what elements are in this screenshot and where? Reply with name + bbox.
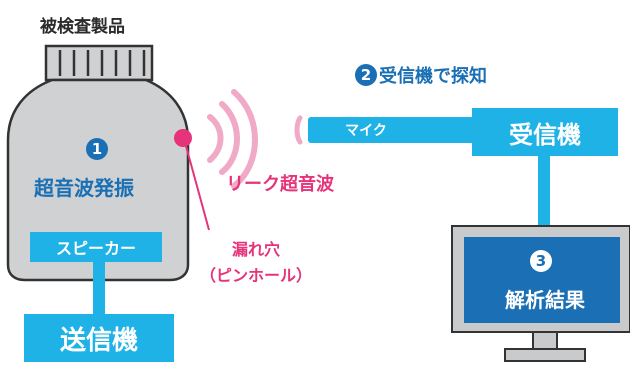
receiver-connector [538,156,550,228]
bottle-cap [44,44,154,82]
leak-hole-sublabel: （ピンホール） [200,266,313,285]
object-label: 被検査製品 [40,17,125,37]
speaker-box: スピーカー [30,232,162,262]
ultrasonic-waves [207,89,258,189]
leak-pointer-line [185,145,210,231]
monitor-neck [532,331,558,351]
bottle-body [6,78,190,282]
step-1-badge: 1 [86,138,110,160]
leak-hole-label: 漏れ穴 [232,240,281,259]
step-2-number: 2 [355,64,377,86]
receiver-box: 受信機 [472,108,618,156]
mic-bar [308,117,478,143]
transmitter-step-label: 超音波発振 [34,176,134,200]
monitor-stand [504,348,586,362]
step-3-number: 3 [530,250,552,272]
step-1-number: 1 [86,138,108,160]
receiver-step-label: 受信機で探知 [379,66,487,87]
transmitter-box: 送信機 [24,314,174,362]
mic-label: マイク [345,123,387,139]
bottle-cap-ridges [58,50,146,76]
leak-hole-dot [174,129,192,147]
analysis-label: 解析結果 [505,288,585,312]
receiver-step-heading: 2 受信機で探知 [355,62,487,88]
mic-wave-marks [294,115,303,145]
leak-wave-label: リーク超音波 [226,174,334,195]
step-3-badge: 3 [530,250,554,272]
speaker-connector [93,262,105,322]
